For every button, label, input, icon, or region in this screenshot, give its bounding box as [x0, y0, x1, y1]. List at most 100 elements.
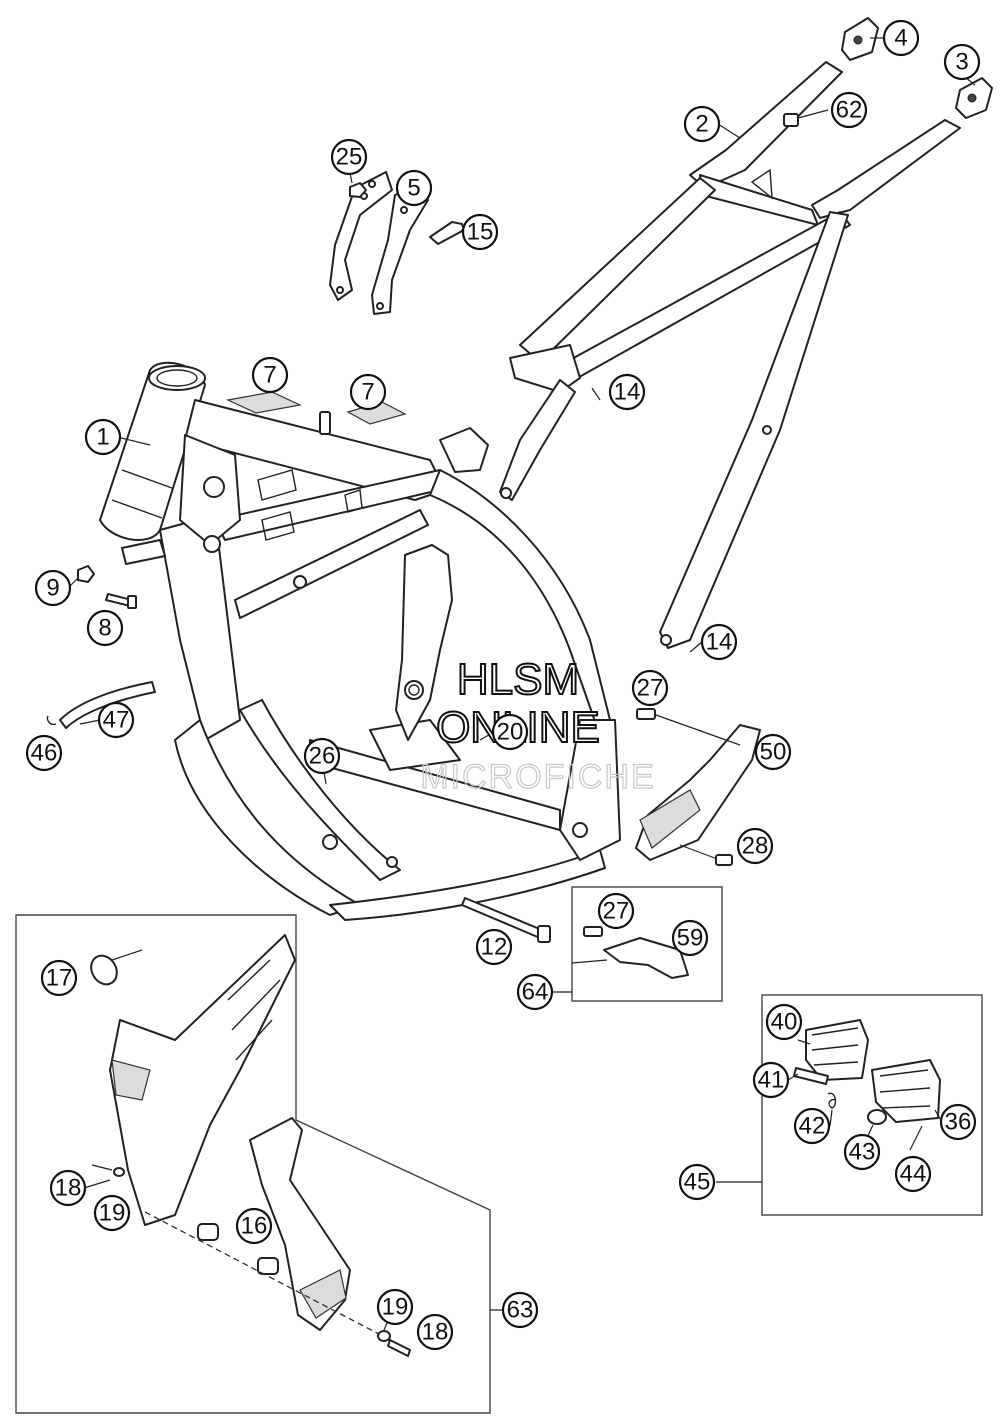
frame-protector-right	[249, 1117, 351, 1331]
cable-tie-17	[90, 949, 143, 986]
svg-text:45: 45	[684, 1169, 711, 1196]
svg-text:50: 50	[760, 739, 787, 766]
svg-text:62: 62	[836, 97, 863, 124]
svg-text:27: 27	[603, 898, 630, 925]
callout-14a: 14	[608, 373, 646, 411]
callout-19b: 19	[376, 1288, 414, 1326]
callout-8: 8	[86, 609, 124, 647]
frame-plug-cap-4	[841, 17, 879, 61]
callout-12: 12	[475, 928, 513, 966]
svg-text:25: 25	[336, 144, 363, 171]
svg-text:18: 18	[422, 1319, 449, 1346]
svg-text:12: 12	[481, 934, 508, 961]
svg-text:19: 19	[382, 1294, 409, 1321]
chain-guide-59	[583, 926, 689, 979]
callout-28: 28	[736, 827, 774, 865]
callout-7a: 7	[251, 356, 289, 394]
svg-text:15: 15	[467, 219, 494, 246]
footpegs-36-40	[793, 1019, 941, 1151]
callout-36: 36	[939, 1103, 977, 1141]
callout-64: 64	[516, 973, 554, 1011]
bolt-8-nut-9	[77, 565, 137, 609]
callout-50: 50	[754, 733, 792, 771]
callout-5: 5	[395, 169, 433, 207]
svg-text:14: 14	[614, 379, 641, 406]
frame-protector-left	[91, 934, 296, 1226]
subframe	[499, 61, 961, 649]
svg-text:44: 44	[900, 1161, 927, 1188]
screw-62	[783, 109, 829, 127]
callout-47: 47	[97, 701, 135, 739]
watermark-line-1: HLSM	[457, 655, 579, 704]
screw-washer-18-19	[377, 1330, 411, 1357]
callout-1: 1	[84, 418, 122, 456]
callout-3: 3	[943, 43, 981, 81]
svg-text:59: 59	[677, 925, 704, 952]
callout-46: 46	[25, 734, 63, 772]
callout-62: 62	[830, 91, 868, 129]
svg-text:2: 2	[695, 111, 708, 138]
main-frame	[99, 361, 621, 921]
spacers-16	[144, 1211, 401, 1346]
svg-text:41: 41	[758, 1067, 785, 1094]
svg-text:7: 7	[361, 379, 374, 406]
svg-text:27: 27	[637, 675, 664, 702]
svg-text:42: 42	[799, 1113, 826, 1140]
svg-text:5: 5	[407, 175, 420, 202]
callout-20: 20	[491, 713, 529, 751]
svg-text:26: 26	[309, 743, 336, 770]
callout-14b: 14	[700, 623, 738, 661]
callout-27b: 27	[597, 892, 635, 930]
svg-text:46: 46	[31, 740, 58, 767]
callout-41: 41	[752, 1061, 790, 1099]
box-chain-guide	[571, 886, 723, 1002]
frame-plug-cap-3	[955, 77, 993, 119]
box-footpegs	[761, 994, 983, 1216]
callout-26: 26	[303, 737, 341, 775]
watermark-line-3: MICROFICHE	[420, 758, 655, 796]
svg-text:47: 47	[103, 707, 130, 734]
callout-45: 45	[678, 1163, 716, 1201]
svg-text:14: 14	[706, 629, 733, 656]
svg-text:20: 20	[497, 719, 524, 746]
callout-19a: 19	[93, 1194, 131, 1232]
watermark: HLSM ONLINE MICROFICHE	[420, 654, 655, 797]
svg-text:63: 63	[507, 1297, 534, 1324]
callout-4: 4	[882, 19, 920, 57]
swingarm-axle-12	[461, 897, 551, 943]
box-frame-protectors	[15, 914, 491, 1414]
frame-protector-stickers	[226, 391, 407, 425]
callout-40: 40	[765, 1003, 803, 1041]
callout-2: 2	[683, 105, 721, 143]
svg-text:4: 4	[894, 25, 907, 52]
svg-text:43: 43	[849, 1139, 876, 1166]
svg-text:9: 9	[46, 575, 59, 602]
svg-text:19: 19	[99, 1200, 126, 1227]
svg-text:64: 64	[522, 979, 549, 1006]
chain-guard-50	[635, 708, 761, 866]
callout-17: 17	[40, 959, 78, 997]
callout-59: 59	[671, 919, 709, 957]
svg-text:8: 8	[98, 615, 111, 642]
callout-labels: 1 2 3 4 5 7 7 8 9 12 14 14 15 16 17 18 1…	[25, 19, 981, 1351]
svg-text:28: 28	[742, 833, 769, 860]
svg-text:7: 7	[263, 362, 276, 389]
callout-18a: 18	[49, 1169, 87, 1207]
callout-44: 44	[894, 1155, 932, 1193]
callout-7b: 7	[349, 373, 387, 411]
svg-text:40: 40	[771, 1009, 798, 1036]
svg-text:18: 18	[55, 1175, 82, 1202]
callout-25: 25	[330, 138, 368, 176]
callout-9: 9	[34, 569, 72, 607]
svg-text:3: 3	[955, 49, 968, 76]
svg-text:1: 1	[96, 424, 109, 451]
callout-42: 42	[793, 1107, 831, 1145]
callout-15: 15	[461, 213, 499, 251]
callout-43: 43	[843, 1133, 881, 1171]
svg-text:17: 17	[46, 965, 73, 992]
svg-text:36: 36	[945, 1109, 972, 1136]
callout-27a: 27	[631, 669, 669, 707]
svg-text:16: 16	[241, 1213, 268, 1240]
callout-16: 16	[235, 1207, 273, 1245]
